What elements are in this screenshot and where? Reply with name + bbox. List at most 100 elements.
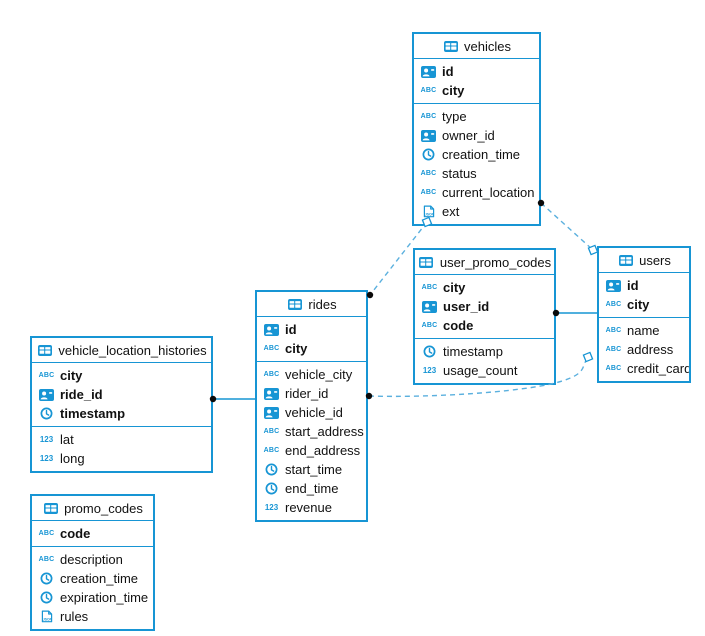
- person-icon: [263, 387, 280, 400]
- person-icon: [263, 406, 280, 419]
- relationship-rides-users[interactable]: [368, 357, 589, 398]
- table-header-vehicles[interactable]: vehicles: [414, 34, 539, 59]
- column-name: creation_time: [60, 571, 139, 586]
- column-row-creation_time: creation_time: [32, 569, 153, 588]
- table-icon: [36, 344, 53, 356]
- table-header-promo_codes[interactable]: promo_codes: [32, 496, 153, 521]
- column-row-end_time: end_time: [257, 479, 366, 498]
- clock-icon: [421, 345, 438, 358]
- column-name: name: [627, 323, 660, 338]
- column-row-city: ABC city: [415, 278, 554, 297]
- column-name: code: [443, 318, 474, 333]
- abc-icon: ABC: [605, 301, 622, 308]
- column-row-ride_id: ride_id: [32, 385, 211, 404]
- column-name: start_address: [285, 424, 364, 439]
- column-name: status: [442, 166, 477, 181]
- person-icon: [420, 65, 437, 78]
- table-header-vehicle_location_histories[interactable]: vehicle_location_histories: [32, 338, 211, 363]
- clock-icon: [420, 148, 437, 161]
- table-name: vehicles: [464, 38, 511, 54]
- column-row-long: 123 long: [32, 449, 211, 468]
- abc-icon: ABC: [605, 346, 622, 353]
- column-name: lat: [60, 432, 74, 447]
- clock-icon: [263, 463, 280, 476]
- columns-section: 123 lat 123 long: [32, 427, 211, 471]
- abc-icon: ABC: [420, 170, 437, 177]
- column-name: city: [627, 297, 650, 312]
- column-name: current_location: [442, 185, 535, 200]
- 123-icon: 123: [39, 435, 54, 444]
- relationship-vehicles-rides[interactable]: [369, 221, 428, 296]
- column-row-id: id: [257, 320, 366, 339]
- column-name: id: [285, 322, 297, 337]
- person-icon: [421, 300, 438, 313]
- column-name: start_time: [285, 462, 343, 477]
- column-row-vehicle_id: vehicle_id: [257, 403, 366, 422]
- column-row-start_time: start_time: [257, 460, 366, 479]
- column-name: owner_id: [442, 128, 495, 143]
- json-icon: JSON: [420, 205, 437, 218]
- table-header-users[interactable]: users: [599, 248, 689, 273]
- abc-icon: ABC: [263, 371, 280, 378]
- table-icon: [418, 256, 435, 268]
- column-name: id: [442, 64, 454, 79]
- column-name: user_id: [443, 299, 490, 314]
- column-name: credit_card: [627, 361, 689, 376]
- column-name: city: [443, 280, 466, 295]
- column-row-expiration_time: expiration_time: [32, 588, 153, 607]
- abc-icon: ABC: [420, 189, 437, 196]
- column-name: vehicle_city: [285, 367, 353, 382]
- column-row-vehicle_city: ABC vehicle_city: [257, 365, 366, 384]
- column-row-user_id: user_id: [415, 297, 554, 316]
- person-icon: [38, 388, 55, 401]
- column-row-rider_id: rider_id: [257, 384, 366, 403]
- table-name: user_promo_codes: [439, 254, 552, 270]
- abc-icon: ABC: [263, 345, 280, 352]
- column-name: rider_id: [285, 386, 329, 401]
- column-name: end_time: [285, 481, 339, 496]
- column-name: ride_id: [60, 387, 103, 402]
- column-row-timestamp: timestamp: [32, 404, 211, 423]
- 123-icon: 123: [422, 366, 437, 375]
- table-header-rides[interactable]: rides: [257, 292, 366, 317]
- abc-icon: ABC: [421, 322, 438, 329]
- abc-icon: ABC: [263, 428, 280, 435]
- column-row-lat: 123 lat: [32, 430, 211, 449]
- column-row-ext: JSON ext: [414, 202, 539, 221]
- 123-icon: 123: [264, 503, 279, 512]
- column-row-start_address: ABC start_address: [257, 422, 366, 441]
- column-name: long: [60, 451, 85, 466]
- table-name: rides: [308, 296, 337, 312]
- clock-icon: [38, 407, 55, 420]
- abc-icon: ABC: [38, 372, 55, 379]
- relationship-vehicles-users[interactable]: [540, 202, 594, 251]
- abc-icon: ABC: [421, 284, 438, 291]
- column-name: type: [442, 109, 467, 124]
- column-name: vehicle_id: [285, 405, 343, 420]
- abc-icon: ABC: [263, 447, 280, 454]
- 123-icon: 123: [39, 454, 54, 463]
- table-icon: [442, 40, 459, 52]
- abc-icon: ABC: [38, 556, 55, 563]
- column-name: ext: [442, 204, 460, 219]
- table-header-user_promo_codes[interactable]: user_promo_codes: [415, 250, 554, 275]
- column-name: rules: [60, 609, 89, 624]
